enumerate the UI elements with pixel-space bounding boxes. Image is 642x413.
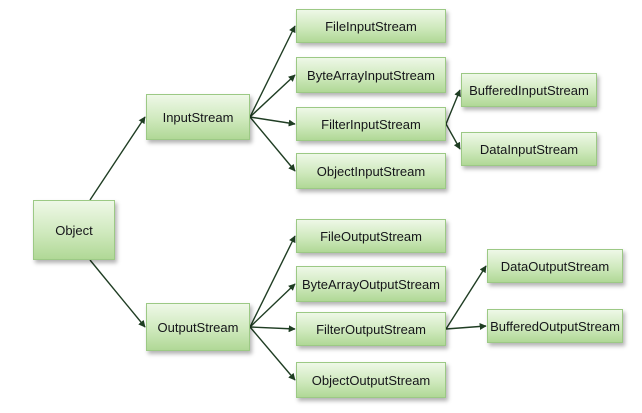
objectinputstream-node: ObjectInputStream: [296, 153, 446, 189]
datainputstream-node: DataInputStream: [461, 132, 597, 166]
filterinputstream-node: FilterInputStream: [296, 107, 446, 141]
dataoutputstream-node: DataOutputStream: [487, 249, 623, 283]
arrow-outputstream-to-filteroutputstream: [249, 325, 296, 333]
arrow-inputstream-to-fileinputstream: [249, 25, 296, 118]
arrow-inputstream-to-objectinputstream: [249, 116, 296, 172]
arrow-filterinputstream-to-bufferedinputstream: [445, 89, 461, 125]
arrow-inputstream-to-bytearrayinputstream: [249, 74, 296, 118]
fileinputstream-node: FileInputStream: [296, 9, 446, 43]
objectoutputstream-node: ObjectOutputStream: [296, 362, 446, 398]
fileoutputstream-node: FileOutputStream: [296, 219, 446, 253]
arrow-outputstream-to-objectoutputstream: [249, 326, 296, 381]
arrow-filterinputstream-to-datainputstream: [445, 123, 461, 150]
arrow-object-to-outputstream: [89, 259, 146, 328]
inputstream-node: InputStream: [146, 94, 250, 140]
bufferedoutputstream-node: BufferedOutputStream: [487, 309, 623, 343]
bytearrayinputstream-node: ByteArrayInputStream: [296, 57, 446, 93]
bytearrayoutputstream-node: ByteArrayOutputStream: [296, 266, 446, 302]
arrow-outputstream-to-bytearrayoutputstream: [249, 283, 296, 328]
arrow-outputstream-to-fileoutputstream: [249, 235, 296, 328]
bufferedinputstream-node: BufferedInputStream: [461, 73, 597, 107]
arrow-filteroutputstream-to-dataoutputstream: [445, 265, 487, 330]
object-node: Object: [33, 200, 115, 260]
filteroutputstream-node: FilterOutputStream: [296, 312, 446, 346]
arrow-filteroutputstream-to-bufferedoutputstream: [445, 322, 487, 330]
arrow-object-to-inputstream: [89, 116, 146, 201]
outputstream-node: OutputStream: [146, 303, 250, 351]
arrow-inputstream-to-filterinputstream: [249, 116, 296, 127]
